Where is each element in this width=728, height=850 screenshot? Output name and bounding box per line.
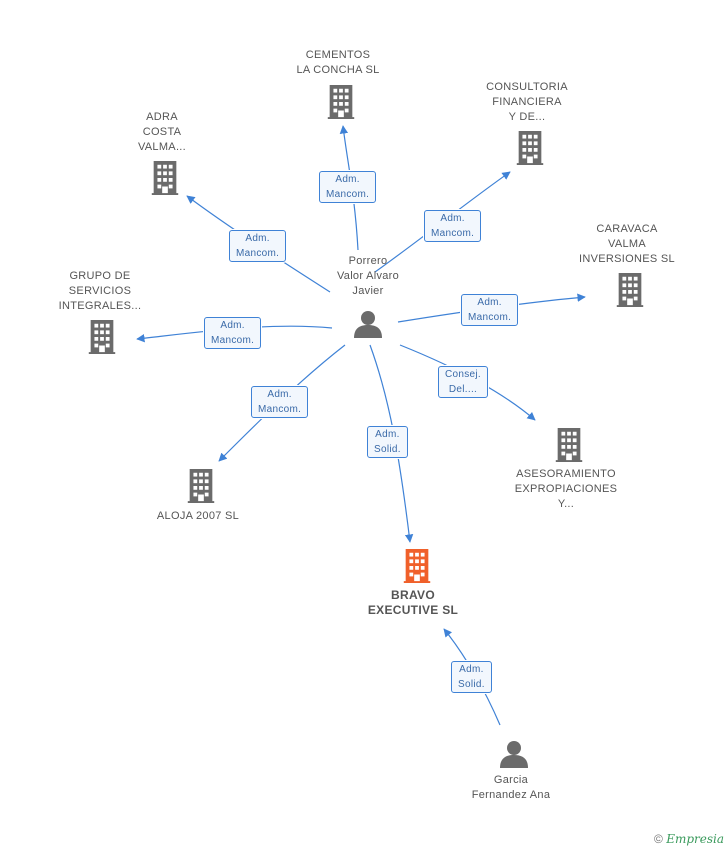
company-label-caravaca[interactable]: CARAVACA VALMA INVERSIONES SL bbox=[579, 223, 675, 265]
building-icon-consultoria[interactable] bbox=[516, 131, 544, 165]
company-label-cementos[interactable]: CEMENTOS LA CONCHA SL bbox=[296, 49, 380, 76]
edge-label-asesoramiento: Consej. Del.... bbox=[438, 366, 489, 398]
company-label-asesoramiento[interactable]: ASESORAMIENTO EXPROPIACIONES Y... bbox=[514, 468, 618, 510]
person-label-porrero[interactable]: Porrero Valor Alvaro Javier bbox=[336, 255, 400, 297]
company-label-bravo[interactable]: BRAVO EXECUTIVE SL bbox=[367, 588, 459, 617]
edge-label-cementos: Adm. Mancom. bbox=[319, 171, 377, 203]
edge-label-grupo: Adm. Mancom. bbox=[204, 317, 262, 349]
company-label-aloja[interactable]: ALOJA 2007 SL bbox=[156, 510, 240, 522]
edge-label-adra: Adm. Mancom. bbox=[229, 230, 287, 262]
building-icon-adra[interactable] bbox=[151, 161, 179, 195]
footer-brand[interactable]: © Empresia bbox=[654, 832, 724, 846]
company-label-consultoria[interactable]: CONSULTORIA FINANCIERA Y DE... bbox=[486, 81, 568, 123]
building-icon-aloja[interactable] bbox=[187, 469, 215, 503]
edge-label-garcia-bravo: Adm. Solid. bbox=[451, 661, 492, 693]
person-icon-porrero[interactable] bbox=[354, 311, 382, 338]
edge-label-bravo: Adm. Solid. bbox=[367, 426, 408, 458]
person-icon-garcia[interactable] bbox=[500, 741, 528, 768]
copyright-icon: © bbox=[654, 832, 663, 846]
person-label-garcia[interactable]: Garcia Fernandez Ana bbox=[471, 774, 551, 801]
company-label-adra[interactable]: ADRA COSTA VALMA... bbox=[137, 111, 187, 153]
edge-label-aloja: Adm. Mancom. bbox=[251, 386, 309, 418]
company-label-grupo[interactable]: GRUPO DE SERVICIOS INTEGRALES... bbox=[58, 270, 142, 312]
building-icon-caravaca[interactable] bbox=[616, 273, 644, 307]
edge-label-consultoria: Adm. Mancom. bbox=[424, 210, 482, 242]
building-icon-asesoramiento[interactable] bbox=[555, 428, 583, 462]
brand-name: Empresia bbox=[666, 832, 724, 846]
building-icon-bravo[interactable] bbox=[403, 549, 431, 583]
edge-label-caravaca: Adm. Mancom. bbox=[461, 294, 519, 326]
edges bbox=[136, 125, 586, 726]
building-icon-grupo[interactable] bbox=[88, 320, 116, 354]
building-icon-cementos[interactable] bbox=[327, 85, 355, 119]
